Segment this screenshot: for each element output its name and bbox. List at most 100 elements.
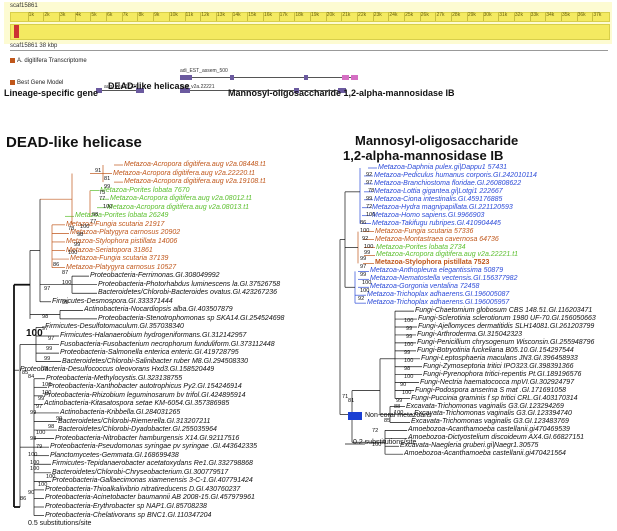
bootstrap-value: 97: [36, 404, 43, 410]
taxon-label: Metazoa-Montastraea cavernosa 64736: [375, 235, 499, 243]
gene-b-line: [180, 90, 346, 91]
taxon-label: Metazoa-Fungia scutaria 37139: [70, 255, 169, 263]
taxon-label: Firmicutes-Desulfotomaculum.GI.357038340: [45, 323, 184, 331]
ruler-tick: [153, 12, 155, 21]
bootstrap-value: 86: [20, 496, 27, 502]
gene-b-exon[interactable]: [180, 88, 190, 93]
bootstrap-value: 100: [404, 358, 414, 364]
ruler-tick-label: 32k: [514, 12, 523, 18]
ruler-tick-label: 28k: [452, 12, 461, 18]
taxon-label: Metazoa-Nematostella vectensis.GI.156377…: [370, 275, 518, 283]
est-exon[interactable]: [180, 75, 192, 80]
taxon-label: Metazoa-Anthopleura elegantissima 50879: [370, 267, 504, 275]
ruler-tick: [357, 12, 359, 21]
ruler-tick: [200, 12, 202, 21]
bootstrap-value: 98: [48, 424, 55, 430]
taxon-label: Proteobacteria-Thioalkalivibrio nitratir…: [45, 485, 241, 493]
bootstrap-value: 90: [28, 490, 35, 496]
bootstrap-value: 100: [30, 460, 40, 466]
taxon-label: Proteobacteria-Photorhabdus luminescens …: [98, 280, 281, 288]
bootstrap-value: 100: [372, 442, 382, 448]
ruler-tick: [341, 12, 343, 21]
ruler-tick-label: 12k: [201, 12, 210, 18]
taxon-label: Proteobacteria-Acinetobacter baumannii A…: [45, 494, 255, 502]
bootstrap-value: 99: [30, 410, 37, 416]
est-exon-highlight[interactable]: [342, 75, 349, 80]
bootstrap-value: 100: [80, 224, 90, 230]
taxon-label: Metazoa-Hydra magnipapillata.GI.22112059…: [372, 203, 513, 211]
est-exon[interactable]: [304, 75, 308, 80]
taxon-label: Metazoa-Branchiostoma floridae.GI.260808…: [374, 179, 522, 187]
ruler-tick-label: 17k: [279, 12, 288, 18]
legend-swatch-non-coral: [348, 412, 362, 420]
taxon-label: Metazoa-Porites lobata 7670: [100, 186, 190, 194]
est-exon-highlight[interactable]: [351, 75, 358, 80]
taxon-label: Metazoa-Porites lobata 26249: [75, 212, 169, 220]
bootstrap-value: 78: [68, 226, 75, 232]
taxon-label: Amoebozoa-Acanthamoeba castellanii.gi470…: [404, 450, 566, 458]
taxon-label: Metazoa-Fungia scutaria 57336: [375, 227, 474, 235]
ruler-tick: [247, 12, 249, 21]
ruler-tick: [451, 12, 453, 21]
ruler-tick-label: 25k: [405, 12, 414, 18]
mannosidase-gene-label: Mannosyl-oligosaccharide 1,2-alpha-manno…: [228, 88, 455, 98]
taxon-label: Firmicutes-Tepidanaerobacter acetatoxyda…: [52, 460, 253, 468]
bootstrap-value: 100: [62, 280, 72, 286]
bootstrap-value: 99: [62, 300, 69, 306]
ruler-tick-label: 36k: [577, 12, 586, 18]
bootstrap-value: 99: [396, 398, 403, 404]
ruler-tick: [121, 12, 123, 21]
taxon-label: Excavata-Trichomonas vaginalis G3.GI.123…: [414, 410, 572, 418]
bootstrap-value: 92: [358, 296, 365, 302]
zoom-selection-marker[interactable]: [14, 25, 19, 38]
zoom-region-bar[interactable]: [10, 24, 610, 40]
ruler-tick-label: 24k: [389, 12, 398, 18]
ruler-tick: [231, 12, 233, 21]
taxon-label: Proteobacteria-Xanthobacter autotrophicu…: [48, 383, 242, 391]
gene-b-exon[interactable]: [338, 88, 346, 93]
track-toggle-icon: [10, 80, 15, 85]
bootstrap-value: 72: [366, 204, 373, 210]
bootstrap-value: 100: [30, 466, 40, 472]
bootstrap-value: 78: [368, 188, 375, 194]
ruler-tick-label: 23k: [373, 12, 382, 18]
bootstrap-value: 79: [36, 444, 43, 450]
taxon-label: Metazoa-Acropora digitifera.aug v2a.2222…: [113, 169, 256, 177]
bootstrap-value: 100: [404, 374, 414, 380]
taxon-label: Metazoa-Gorgonia ventalina 72458: [370, 283, 480, 291]
taxon-label: Proteobacteria-Erythrobacter sp NAP1.GI.…: [45, 503, 207, 510]
est-exon[interactable]: [230, 75, 234, 80]
track-transcriptome-label[interactable]: A. digitifera Transcriptome: [10, 58, 87, 64]
bootstrap-value: 99: [56, 416, 63, 422]
track-gene-model-label[interactable]: Best Gene Model: [10, 80, 63, 86]
ruler-tick: [43, 12, 45, 21]
bootstrap-value: 100: [404, 342, 414, 348]
detail-scale-strip: [10, 50, 608, 56]
taxon-label: Fungi-Nectria haematococca mpVI.GI.30292…: [420, 378, 575, 386]
bootstrap-value: 100: [360, 288, 370, 294]
bootstrap-value: 100: [404, 318, 414, 324]
ruler-tick: [560, 12, 562, 21]
bootstrap-value: 99: [44, 356, 51, 362]
bootstrap-value: 97: [48, 336, 55, 342]
ruler-tick-label: 22k: [358, 12, 367, 18]
ruler-tick: [27, 12, 29, 21]
taxon-label: Fungi-Sclerotinia sclerotiorum 1980 UF-7…: [418, 315, 596, 323]
ruler-tick-label: 8k: [138, 12, 144, 18]
ruler-tick: [529, 12, 531, 21]
taxon-label: Fungi-Ajellomyces dermatitidis SLH14081.…: [418, 323, 595, 330]
ruler-tick: [404, 12, 406, 21]
gene-a-exon[interactable]: [96, 88, 102, 93]
taxon-label: Actinobacteria-Nocardiopsis alba.GI.4035…: [84, 306, 233, 314]
ruler-tick: [294, 12, 296, 21]
taxon-label: Bacteroidetes/Chlorobi-Chryseobacterium.…: [52, 468, 229, 476]
bootstrap-value: 98: [42, 314, 49, 320]
scaffold-zoom-label: scaf15861 38 kbp: [10, 43, 58, 49]
taxon-label: Proteobacteria-Methylocystis.GI.32313875…: [46, 374, 183, 382]
gene-a-exon[interactable]: [136, 88, 144, 93]
genome-browser-panel: scaf15861 scaf15861 38 kbp A. digitifera…: [4, 2, 612, 98]
gene-b-exon[interactable]: [294, 88, 299, 93]
ruler-tick-label: 26k: [420, 12, 429, 18]
bootstrap-value: 100: [402, 390, 412, 396]
